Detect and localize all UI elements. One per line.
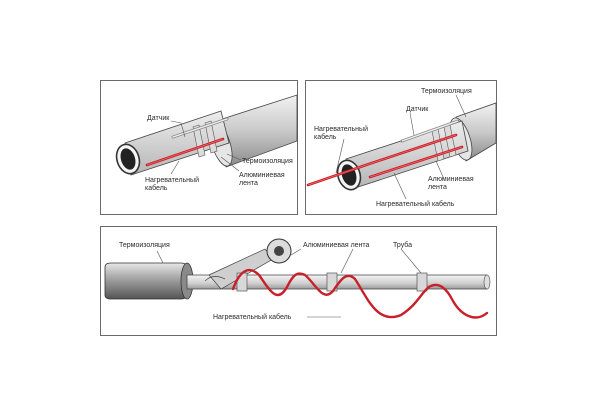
panel-pipe-spiral-cable: Термоизоляция Алюминиевая лента Труба На… <box>100 226 497 336</box>
label-heating-cable-line1: Нагревательный <box>314 125 368 133</box>
label-insulation: Термоизоляция <box>119 242 170 249</box>
label-heating-cable-line2: кабель <box>314 133 337 141</box>
label-aluminium-tape-line2: лента <box>239 180 258 187</box>
pipe-straight-cable-illustration: Датчик Термоизоляция Нагревательный кабе… <box>115 94 298 192</box>
label-heating-cable-bottom: Нагревательный кабель <box>376 200 455 208</box>
label-sensor: Датчик <box>406 106 429 113</box>
label-sensor: Датчик <box>147 115 170 122</box>
panel-pipe-straight-cable: Датчик Термоизоляция Нагревательный кабе… <box>100 80 298 215</box>
pipe-spiral-cable-illustration: Термоизоляция Алюминиевая лента Труба На… <box>104 238 491 321</box>
label-aluminium-tape-line2: лента <box>428 184 447 191</box>
label-insulation: Термоизоляция <box>421 88 472 95</box>
label-aluminium-tape-line1: Алюминиевая <box>239 172 285 179</box>
panel-pipe-two-cables: Термоизоляция Датчик Нагревательный кабе… <box>305 80 497 215</box>
label-heating-cable-line1: Нагревательный <box>145 176 199 184</box>
label-aluminium-tape: Алюминиевая лента <box>303 242 370 249</box>
label-aluminium-tape-line1: Алюминиевая <box>428 176 474 183</box>
tape-roll <box>204 238 292 290</box>
aluminium-tape-band-3 <box>416 272 428 292</box>
label-pipe: Труба <box>393 241 412 249</box>
heating-cable-spiral <box>231 268 489 319</box>
label-heating-cable: Нагревательный кабель <box>213 313 292 321</box>
insulation-jacket <box>104 262 192 300</box>
pipe-two-cables-illustration: Термоизоляция Датчик Нагревательный кабе… <box>306 88 497 208</box>
label-heating-cable-line2: кабель <box>145 184 168 192</box>
label-insulation: Термоизоляция <box>242 158 293 165</box>
